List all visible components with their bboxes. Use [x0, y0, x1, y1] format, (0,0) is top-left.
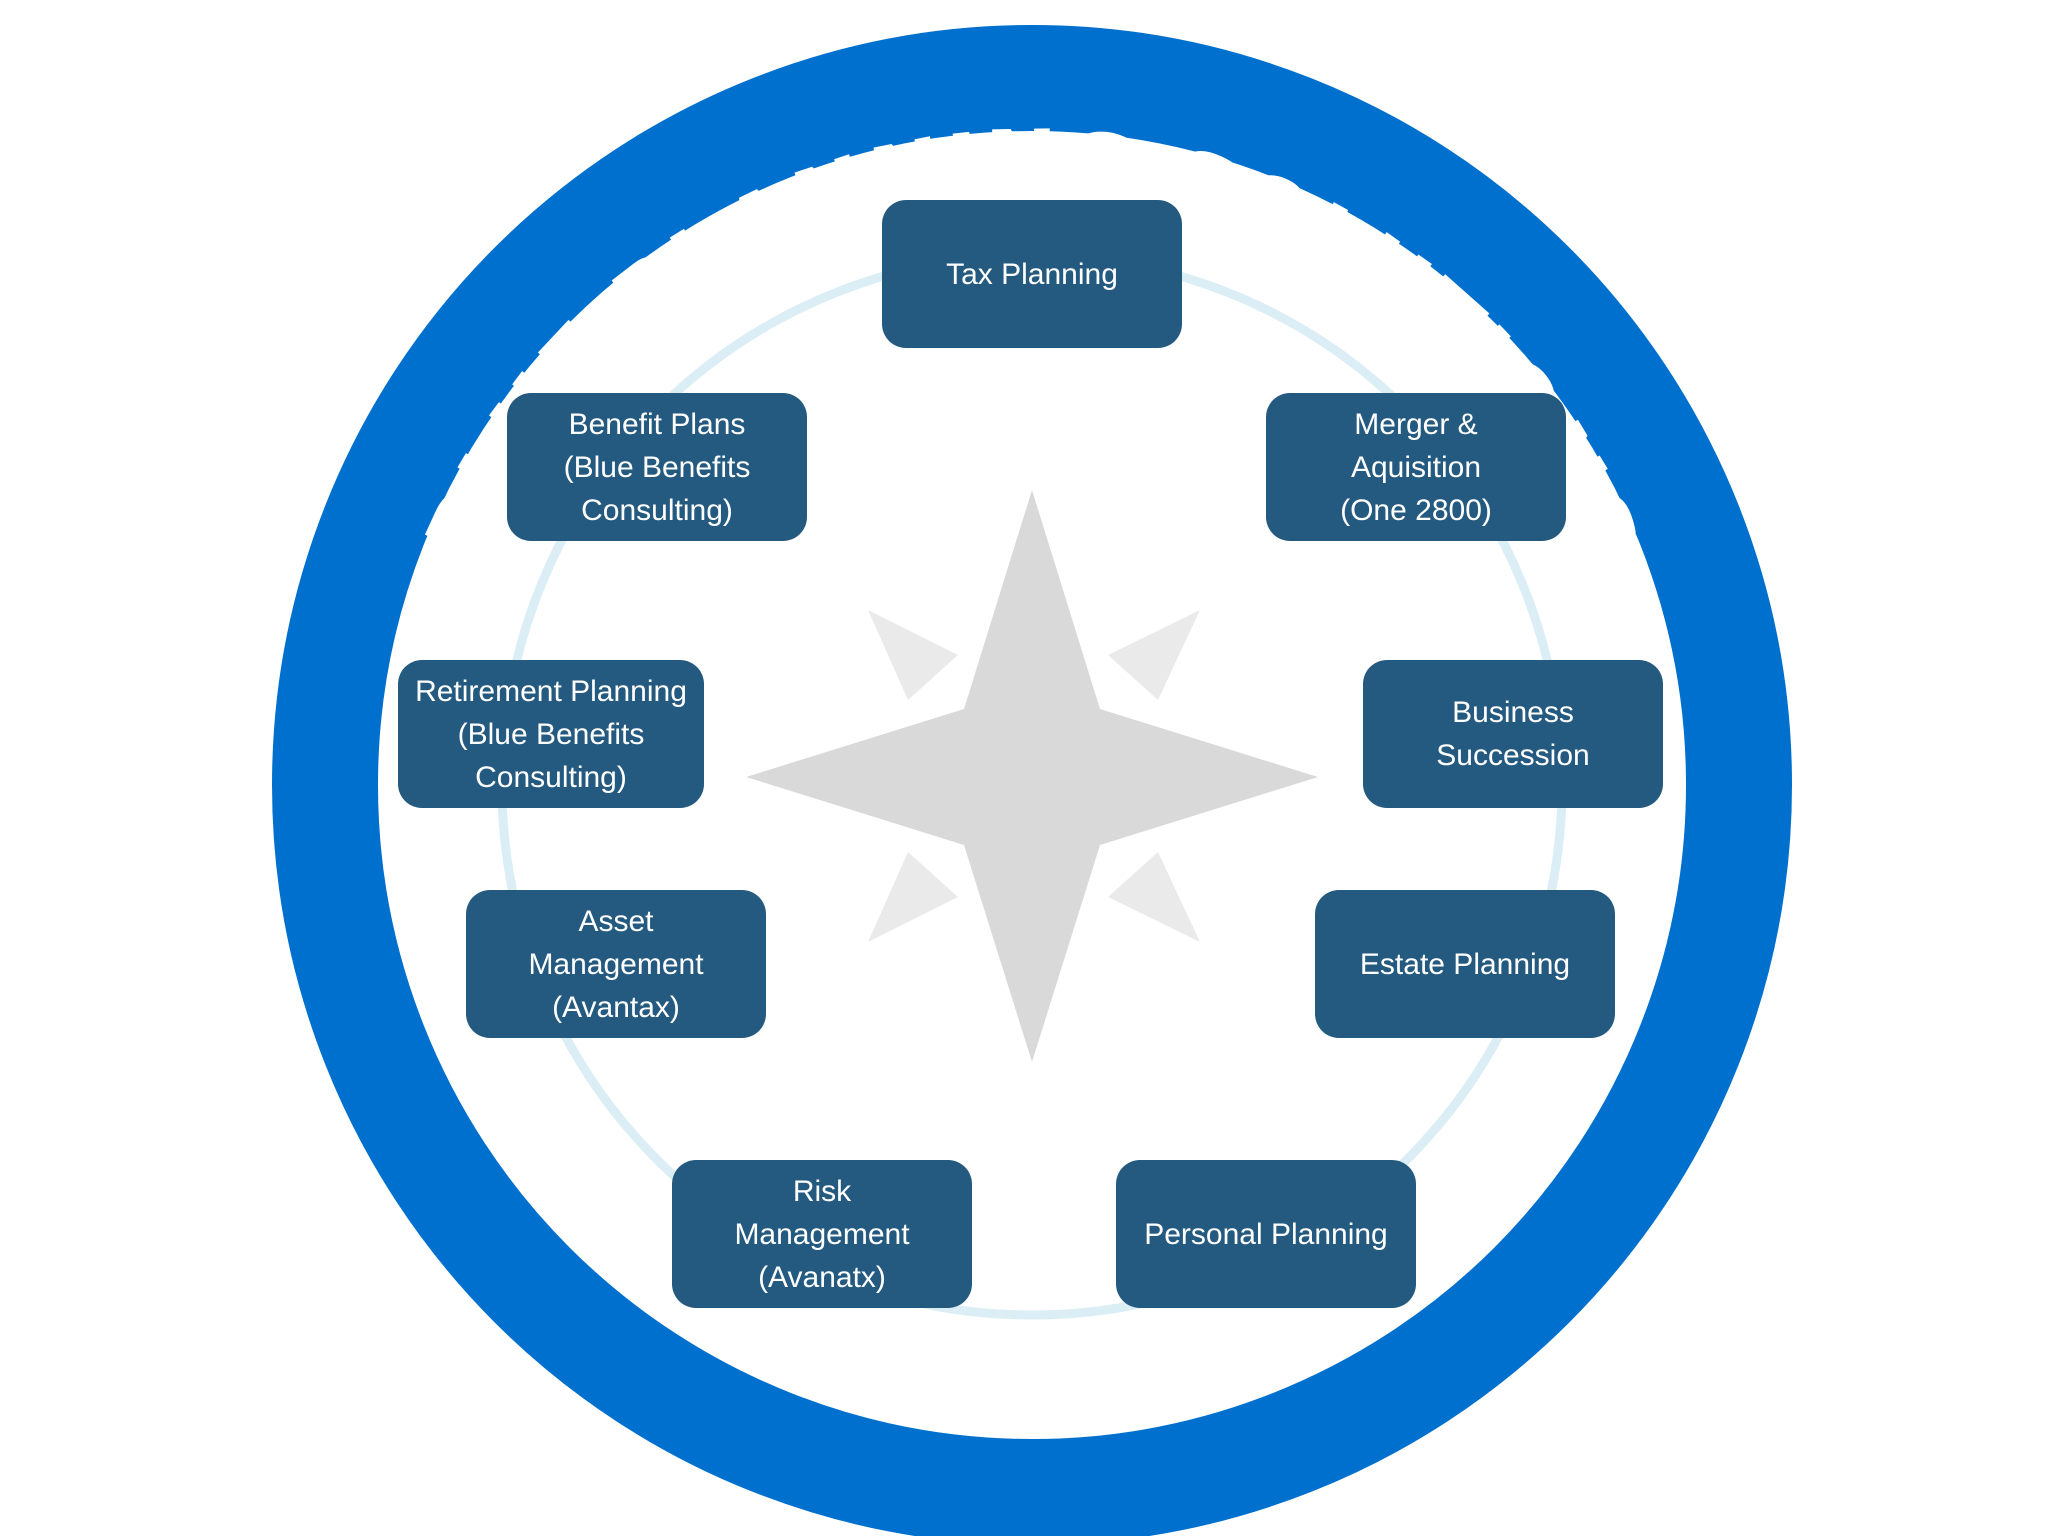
- service-personal-planning[interactable]: Personal Planning: [1116, 1160, 1416, 1308]
- service-estate-planning[interactable]: Estate Planning: [1315, 890, 1615, 1038]
- compass-minor-point-ne: [1108, 610, 1200, 700]
- service-retirement-planning[interactable]: Retirement Planning (Blue Benefits Consu…: [398, 660, 704, 808]
- service-tax-planning[interactable]: Tax Planning: [882, 200, 1182, 348]
- service-business-succession[interactable]: Business Succession: [1363, 660, 1663, 808]
- compass-star-icon: [746, 490, 1318, 1062]
- compass-main-star: [746, 490, 1318, 1062]
- service-benefit-plans-label: Benefit Plans (Blue Benefits Consulting): [563, 407, 751, 527]
- service-tax-planning-label: Tax Planning: [946, 257, 1118, 291]
- compass-minor-point-se: [1108, 852, 1200, 942]
- service-merger-acquisition-label: Merger & Aquisition (One 2800): [1340, 407, 1492, 527]
- outer-ring: [272, 25, 1792, 1536]
- service-asset-management[interactable]: Asset Management (Avantax): [466, 890, 766, 1038]
- service-risk-management[interactable]: Risk Management (Avanatx): [672, 1160, 972, 1308]
- service-business-succession-label: Business Succession: [1436, 696, 1590, 772]
- service-benefit-plans[interactable]: Benefit Plans (Blue Benefits Consulting): [507, 393, 807, 541]
- service-retirement-planning-label: Retirement Planning (Blue Benefits Consu…: [415, 674, 687, 794]
- service-personal-planning-label: Personal Planning: [1144, 1217, 1388, 1251]
- service-asset-management-label: Asset Management (Avantax): [528, 904, 704, 1024]
- compass-minor-point-nw: [868, 610, 958, 700]
- service-risk-management-label: Risk Management (Avanatx): [734, 1174, 910, 1294]
- compass-minor-point-sw: [868, 852, 958, 942]
- service-estate-planning-label: Estate Planning: [1359, 947, 1571, 981]
- service-merger-acquisition[interactable]: Merger & Aquisition (One 2800): [1266, 393, 1566, 541]
